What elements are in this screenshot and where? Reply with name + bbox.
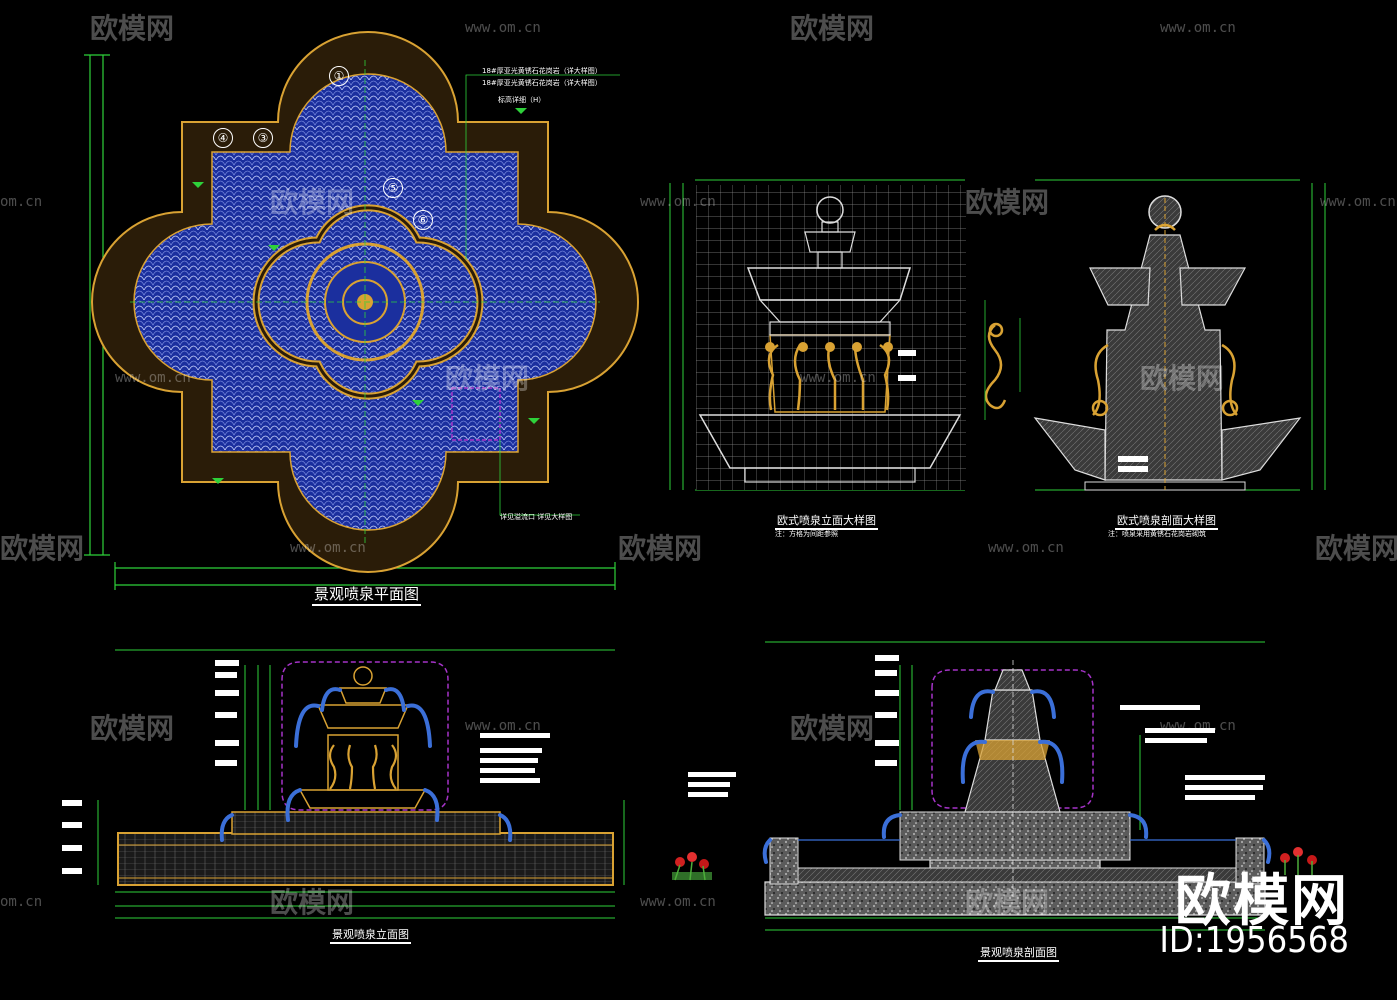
watermark-url: www.om.cn [1320,194,1396,210]
plan-title: 景观喷泉平面图 [312,583,422,606]
watermark-logo: 欧模网 [270,886,354,919]
watermark-url: www.om.cn [988,540,1064,556]
watermark-logo: 欧模网 [0,532,84,565]
plan-marker-6: ⑥ [413,210,433,230]
brand-logo-text: 欧模网 [1175,869,1349,934]
plan-note-level: 标高详细（H） [498,96,546,104]
watermark-url: www.om.cn [290,540,366,556]
watermark-url: www.om.cn [465,718,541,734]
plan-marker-3: ③ [253,128,273,148]
plan-note-overflow: 详见溢流口 详见大样图 [500,513,573,521]
watermark-url: www.om.cn [640,194,716,210]
flower-bed-left [672,852,712,881]
watermark-logo: 欧模网 [90,12,174,45]
plan-level-markers [192,108,540,484]
watermark-logo: 欧模网 [270,186,354,219]
plan-marker-4: ④ [213,128,233,148]
watermark-logo: 欧模网 [618,532,702,565]
watermark-logo: 欧模网 [965,886,1049,919]
fountain-section-detail [1033,179,1326,491]
watermark-logo: 欧模网 [1140,362,1224,395]
elevation-detail-subtitle: 注：方格为间距参照 [775,530,838,538]
watermark-logo: 欧模网 [790,712,874,745]
watermark-url: www.om.cn [115,370,191,386]
fountain-elevation-view [97,649,712,919]
watermark-url: www.om.cn [465,20,541,36]
annotation-label-blocks [62,350,1265,874]
fountain-plan-view [84,31,639,590]
watermark-url: www.om.cn [1160,718,1236,734]
fountain-section-view [762,641,1317,931]
plan-note-granite-2: 18#厚亚光黄锈石花岗岩（详大样图） [482,79,602,87]
watermark-logo: 欧模网 [790,12,874,45]
watermark-layer: 欧模网 欧模网 www.om.cn www.om.cn 欧模网 欧模网 om.c… [0,12,1397,919]
section-detail-title: 欧式喷泉剖面大样图 [1115,512,1218,530]
watermark-url: om.cn [0,194,42,210]
flower-bed-right [1280,847,1317,875]
watermark-url: www.om.cn [800,370,876,386]
scroll-bracket-detail [984,322,1007,410]
watermark-logo: 欧模网 [965,186,1049,219]
elevation-detail-title: 欧式喷泉立面大样图 [775,512,878,530]
plan-marker-1: ① [329,66,349,86]
section-title: 景观喷泉剖面图 [978,944,1059,962]
watermark-logo: 欧模网 [445,362,529,395]
plan-overflow-outlet [451,387,501,441]
brand-id: ID:1956568 [1159,920,1349,961]
elevation-title: 景观喷泉立面图 [330,926,411,944]
watermark-logo: 欧模网 [90,712,174,745]
watermark-url: www.om.cn [1160,20,1236,36]
watermark-url: www.om.cn [640,894,716,910]
fountain-elevation-detail [669,179,1021,491]
watermark-logo: 欧模网 [1315,532,1397,565]
section-detail-subtitle: 注：喷泉采用黄锈石花岗岩砌筑 [1108,530,1206,538]
watermark-url: om.cn [0,894,42,910]
plan-marker-5: ⑤ [383,178,403,198]
plan-note-granite-1: 18#厚亚光黄锈石花岗岩（详大样图） [482,67,602,75]
